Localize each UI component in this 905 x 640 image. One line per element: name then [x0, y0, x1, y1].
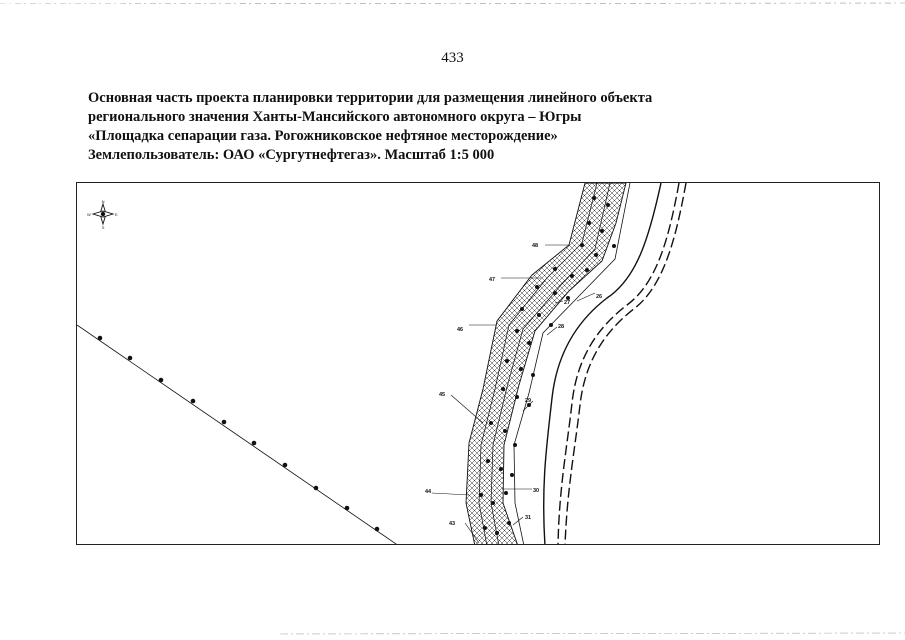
leader-lines	[431, 244, 596, 544]
page-number: 433	[441, 50, 464, 66]
compass-e-label: E	[115, 212, 118, 217]
diagonal-survey-line	[77, 324, 397, 544]
heading-line-1: Основная часть проекта планировки террит…	[88, 90, 653, 106]
point-label-30: 30	[533, 488, 539, 494]
point-label-44: 44	[425, 489, 432, 495]
point-label-48: 48	[532, 243, 538, 249]
point-label-26: 26	[596, 294, 602, 300]
point-label-47: 47	[489, 277, 495, 283]
allotment-boundary-east	[513, 183, 631, 544]
heading-line-2: регионального значения Ханты-Мансийского…	[88, 109, 582, 125]
heading-line-3: «Площадка сепарации газа. Рогожниковское…	[88, 128, 558, 144]
compass-w-label: W	[87, 212, 91, 217]
road-edge-dashed-1	[557, 183, 680, 544]
scan-artifact-line-bottom	[279, 632, 905, 635]
point-label-46: 46	[457, 327, 463, 333]
compass-icon: N S W E	[87, 199, 118, 230]
corridor-points	[479, 196, 616, 535]
compass-n-label: N	[102, 199, 105, 204]
planning-map: N S W E	[76, 182, 880, 545]
point-label-43: 43	[449, 521, 455, 527]
point-label-28: 28	[558, 324, 564, 330]
scan-artifact-line	[0, 2, 905, 4]
road-edge-dashed-2	[564, 183, 687, 544]
document-heading: Основная часть проекта планировки террит…	[88, 89, 848, 165]
road-edge-solid	[542, 183, 662, 544]
point-label-45: 45	[439, 392, 445, 398]
point-label-27: 27	[564, 300, 570, 306]
corridor-inner-lines	[478, 183, 611, 544]
point-label-29: 29	[525, 398, 531, 404]
compass-s-label: S	[102, 225, 105, 230]
heading-line-4: Землепользователь: ОАО «Сургутнефтегаз».…	[88, 147, 495, 163]
map-drawing: N S W E	[77, 183, 687, 544]
hatched-allotment-zone	[465, 183, 627, 544]
point-label-31: 31	[525, 515, 531, 521]
